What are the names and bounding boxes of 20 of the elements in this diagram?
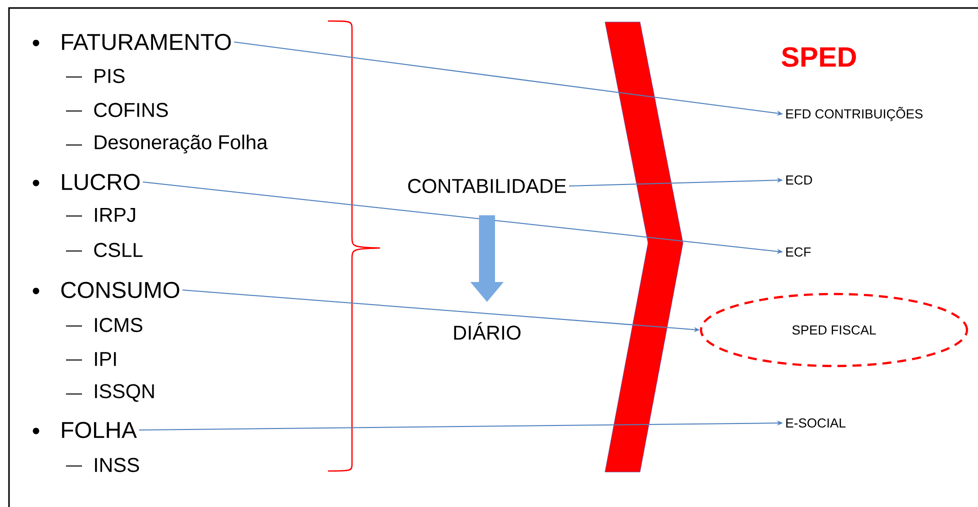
label-text: CONTABILIDADE: [408, 178, 566, 194]
sub-item: PIS: [94, 68, 125, 84]
sub-item: CSLL: [94, 242, 143, 258]
sub-item: ISSQN: [95, 384, 154, 402]
list-item: FOLHA: [62, 422, 137, 438]
sub-item: Desoneração Folha: [94, 134, 268, 154]
sub-item: IRPJ: [95, 208, 136, 222]
label-text: E-SOCIAL: [786, 418, 846, 428]
list-item: LUCRO: [62, 174, 140, 190]
label-text: ECD: [786, 175, 812, 185]
label-text: ECF: [786, 247, 811, 257]
list-item: CONSUMO: [61, 282, 180, 298]
sub-item: COFINS: [94, 102, 168, 118]
label-text: EFD CONTRIBUIÇÕES: [786, 106, 923, 122]
label-text: DIÁRIO: [454, 322, 520, 340]
sub-item: INSS: [95, 458, 139, 472]
sub-item: IPI: [95, 352, 116, 366]
sub-item: ICMS: [95, 318, 142, 332]
list-item: FATURAMENTO: [62, 34, 231, 50]
heading: SPED: [782, 47, 856, 67]
